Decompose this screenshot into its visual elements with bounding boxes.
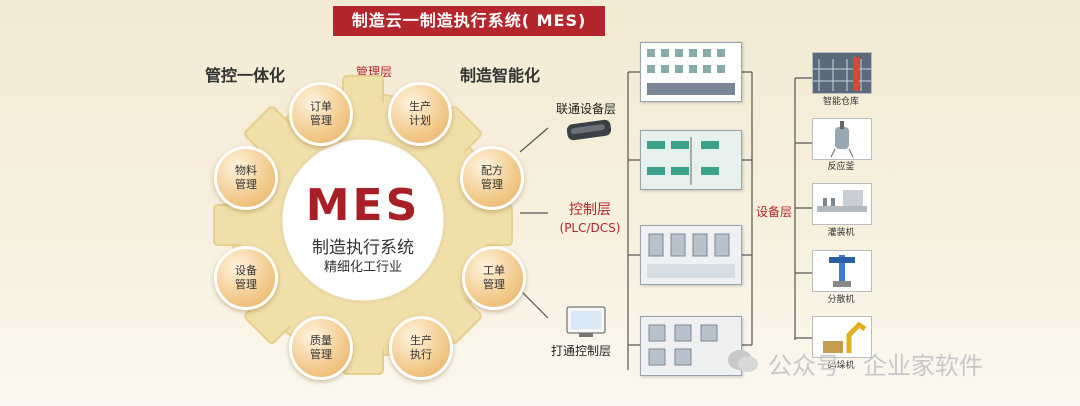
node-work-order-management: 工单管理 — [462, 246, 526, 310]
device-layer-label: 设备层 — [756, 205, 793, 219]
node-production-execution: 生产执行 — [389, 316, 453, 380]
heading-integrated-control: 管控一体化 — [205, 66, 286, 85]
node-quality-management: 质量管理 — [289, 316, 353, 380]
control-terminal-icon — [566, 306, 606, 337]
control-layer-label: 控制层 (PLC/DCS) — [550, 201, 630, 237]
center-title: MES — [305, 180, 421, 231]
page-banner-title: 制造云一制造执行系统( MES) — [333, 6, 605, 36]
disperser-icon — [812, 250, 872, 292]
control-screen-3-thumbnail — [640, 316, 742, 376]
control-layer-title: 控制层 — [569, 202, 611, 218]
watermark-text: 公众号 · 企业家软件 — [768, 352, 983, 380]
control-screen-2-thumbnail — [640, 225, 742, 285]
connect-control-layer-label: 打通控制层 — [551, 344, 612, 358]
node-material-management: 物料管理 — [214, 146, 278, 210]
warehouse-label: 智能仓库 — [822, 97, 859, 107]
node-label: 生产计划 — [409, 100, 431, 127]
gear-icon — [213, 75, 513, 375]
node-label: 配方管理 — [481, 164, 503, 191]
node-label: 生产执行 — [410, 334, 432, 361]
mes-dashboard-thumbnail — [640, 42, 742, 102]
device-gateway-icon — [566, 119, 612, 141]
node-formula-management: 配方管理 — [460, 146, 524, 210]
node-label: 订单管理 — [310, 100, 332, 127]
node-order-management: 订单管理 — [289, 82, 353, 146]
heading-intelligent-manufacturing: 制造智能化 — [460, 66, 541, 85]
node-label: 物料管理 — [235, 164, 257, 191]
node-label: 设备管理 — [235, 264, 257, 291]
wechat-icon — [728, 350, 758, 372]
reactor-icon — [812, 118, 872, 160]
warehouse-icon — [812, 52, 872, 94]
disperser-label: 分散机 — [827, 295, 855, 305]
node-production-plan: 生产计划 — [388, 82, 452, 146]
control-screen-1-thumbnail — [640, 130, 742, 190]
center-subtitle: 制造执行系统 — [312, 238, 414, 258]
palletizer-icon — [812, 316, 872, 358]
connector-lines — [519, 71, 812, 370]
node-label: 工单管理 — [483, 264, 505, 291]
reactor-label: 反应釜 — [827, 162, 855, 172]
filler-icon — [812, 183, 872, 225]
node-label: 质量管理 — [310, 334, 332, 361]
connect-device-layer-label: 联通设备层 — [556, 102, 617, 116]
node-equipment-management: 设备管理 — [214, 246, 278, 310]
control-layer-subtitle: (PLC/DCS) — [559, 221, 621, 235]
filler-label: 灌装机 — [827, 228, 855, 238]
center-industry: 精细化工行业 — [323, 260, 402, 275]
palletizer-label: 码垛机 — [827, 361, 855, 371]
